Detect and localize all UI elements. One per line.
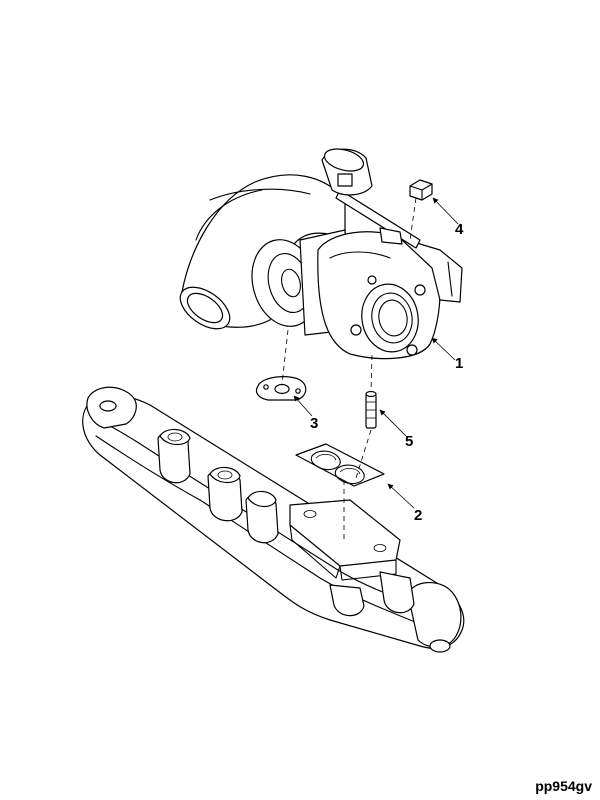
turbine-inlet-gasket <box>295 443 385 487</box>
nut <box>409 179 433 201</box>
callout-leaders <box>293 197 459 509</box>
exhaust-manifold <box>82 386 465 653</box>
turbocharger <box>179 148 463 360</box>
stud <box>365 390 377 429</box>
callout-5: 5 <box>405 433 413 450</box>
callout-1: 1 <box>455 355 463 372</box>
oil-drain-gasket <box>255 376 307 401</box>
callout-4: 4 <box>455 221 464 238</box>
callout-3: 3 <box>310 415 318 432</box>
figure-code: pp954gv <box>535 778 592 794</box>
callout-2: 2 <box>414 507 422 524</box>
alignment-lines <box>281 197 417 540</box>
